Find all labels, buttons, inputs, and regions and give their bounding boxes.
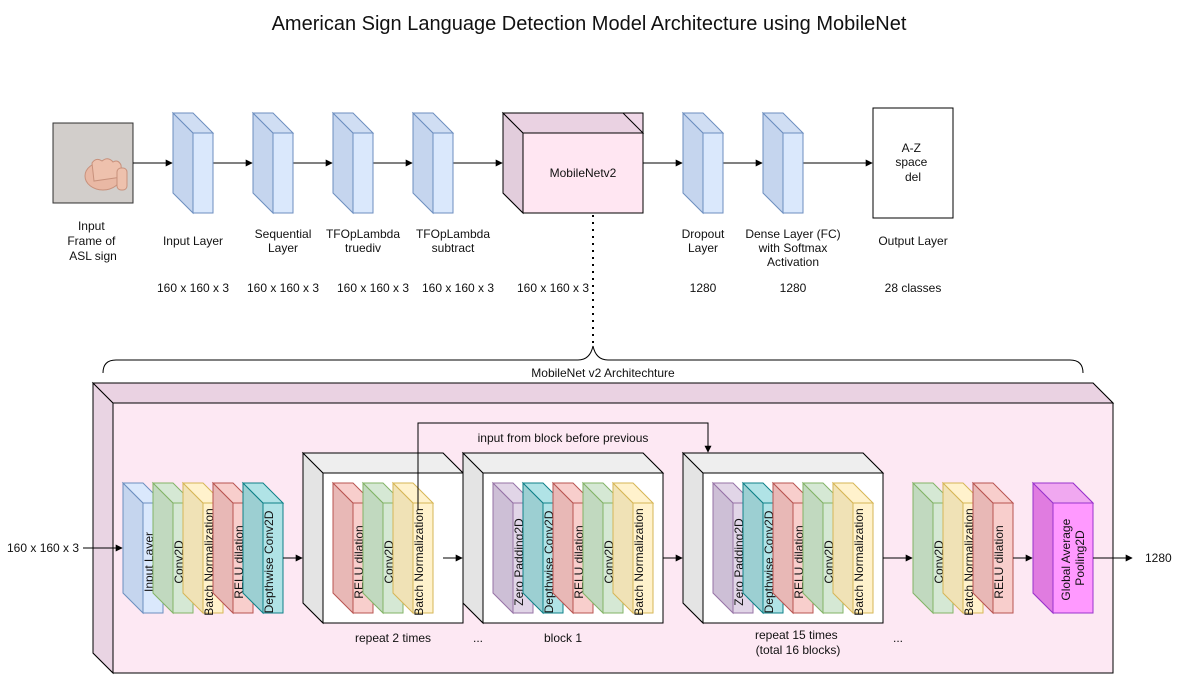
output-shape-1280: 1280 xyxy=(1145,551,1172,565)
batch-normalization-layer: Batch Normalization xyxy=(831,481,875,616)
block1-caption: block 1 xyxy=(544,631,582,645)
output-class-line: A-Z xyxy=(902,141,921,155)
top-stage-5 xyxy=(681,111,725,215)
stage-label-line: TFOpLambda xyxy=(326,227,400,241)
stage-shape: 160 x 160 x 3 xyxy=(247,281,319,295)
pooling-label-line: Global Average xyxy=(1059,518,1073,600)
input-frame-label-line: Frame of xyxy=(67,234,116,248)
pooling-label-line: Pooling2D xyxy=(1073,530,1087,586)
ellipsis: ... xyxy=(893,631,903,645)
top-stage-0 xyxy=(171,111,215,215)
input-image xyxy=(52,122,134,204)
mobilenet-arch-label: MobileNet v2 Architechture xyxy=(531,366,675,380)
stage-label-line: truediv xyxy=(345,241,381,255)
stage-label-line: TFOpLambda xyxy=(416,227,490,241)
layer-label: Batch Normalization xyxy=(852,508,866,615)
stage-shape: 160 x 160 x 3 xyxy=(337,281,409,295)
layer-label: Batch Normalization xyxy=(632,508,646,615)
stage-shape: 1280 xyxy=(690,281,717,295)
stage-shape: 1280 xyxy=(780,281,807,295)
stage-shape: 160 x 160 x 3 xyxy=(422,281,494,295)
repeat-block-caption: repeat 2 times xyxy=(355,631,431,645)
input-frame-label: Input Frame of ASL sign xyxy=(67,219,118,263)
mobilenetv2-label: MobileNetv2 xyxy=(550,166,617,180)
brace xyxy=(102,345,1084,374)
layer-label: Batch Normalization xyxy=(412,508,426,615)
output-class-line: del xyxy=(905,170,921,184)
stage-shape: 160 x 160 x 3 xyxy=(517,281,589,295)
top-stage-6 xyxy=(761,111,805,215)
stage-label-line: Layer xyxy=(688,241,718,255)
depthwise-conv2d-layer: Depthwise Conv2D xyxy=(241,481,285,615)
block15-caption-line: (total 16 blocks) xyxy=(756,643,841,657)
ellipsis: ... xyxy=(473,631,483,645)
stage-label-line: with Softmax xyxy=(758,241,828,255)
stage-label-line: Dense Layer (FC) xyxy=(745,227,840,241)
skip-connection-label: input from block before previous xyxy=(478,431,649,445)
relu-dilation-layer: RELU dilation xyxy=(971,481,1015,615)
layer-label: RELU dilation xyxy=(992,525,1006,598)
batch-normalization-layer: Batch Normalization xyxy=(611,481,655,616)
panel-arrows xyxy=(83,422,1133,562)
input-shape-label: 160 x 160 x 3 xyxy=(7,541,79,555)
svg-text:Global Average Pooling2D: Global Average Pooling2D xyxy=(1059,515,1087,600)
stage-shape: 160 x 160 x 3 xyxy=(157,281,229,295)
output-class-line: space xyxy=(895,155,927,169)
top-stage-3 xyxy=(411,111,455,215)
top-stage-1 xyxy=(251,111,295,215)
input-frame-label-line: ASL sign xyxy=(69,249,117,263)
layer-label: Depthwise Conv2D xyxy=(262,510,276,613)
output-layer-label: Output Layer xyxy=(878,234,947,248)
diagram-title: American Sign Language Detection Model A… xyxy=(272,13,907,35)
svg-text:A-Z space del: A-Z space del xyxy=(895,141,930,184)
top-stage-2 xyxy=(331,111,375,215)
output-block: A-Z space del xyxy=(872,107,954,219)
stage-label: Input Layer xyxy=(163,234,223,248)
block15-caption-line: repeat 15 times xyxy=(755,628,838,642)
stage-label-line: Activation xyxy=(767,255,819,269)
batch-normalization-layer: Batch Normalization xyxy=(391,481,435,616)
stage-label-line: Dropout xyxy=(682,227,725,241)
stage-label-line: Layer xyxy=(268,241,298,255)
stage-label-line: Sequential xyxy=(255,227,312,241)
stage-label-line: subtract xyxy=(432,241,475,255)
block15-caption: repeat 15 times (total 16 blocks) xyxy=(755,628,841,657)
mobilenetv2-block: MobileNetv2 xyxy=(501,111,645,215)
output-shape-label: 28 classes xyxy=(885,281,942,295)
stage-label-line: Input Layer xyxy=(163,234,223,248)
global-avg-pooling-layer: Global Average Pooling2D xyxy=(1031,481,1095,615)
input-frame-label-line: Input xyxy=(78,219,105,233)
